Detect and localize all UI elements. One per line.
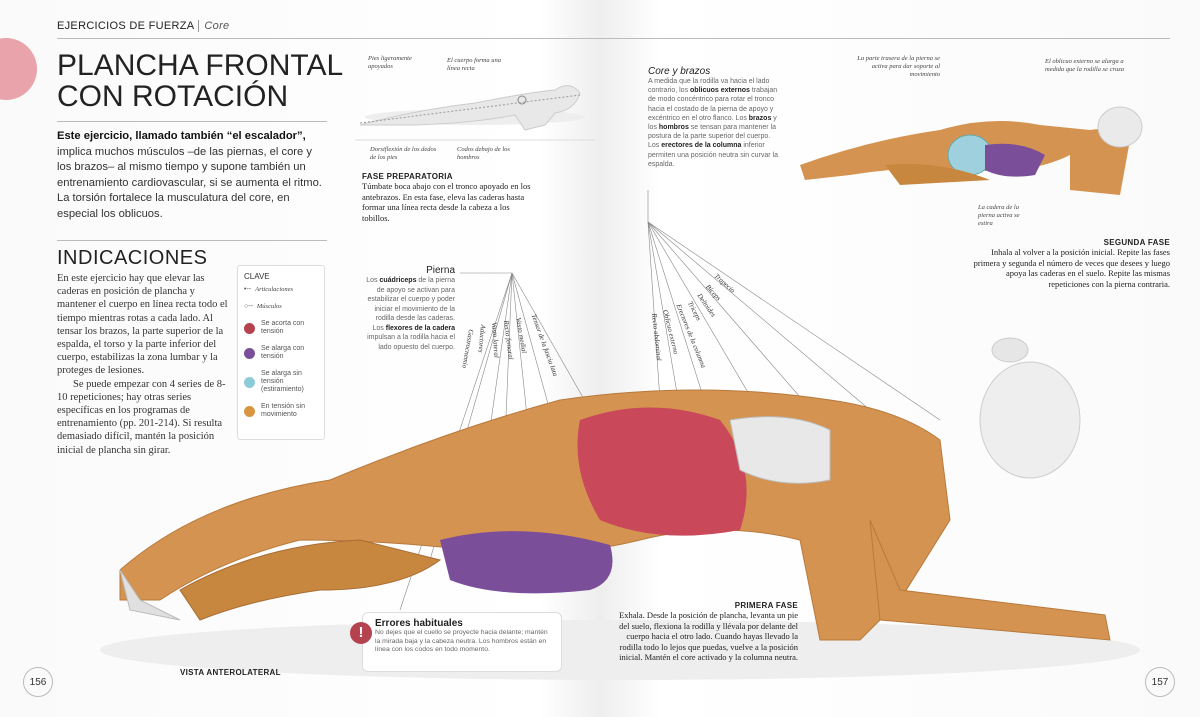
- subsection-name: Core: [198, 20, 230, 32]
- annotation: Codos debajo de los hombros: [457, 146, 510, 161]
- section-heading: INDICACIONES: [57, 247, 208, 269]
- instructions-text: En este ejercicio hay que elevar las cad…: [57, 273, 228, 456]
- core-arms-note: Core y brazos A medida que la rodilla va…: [648, 66, 778, 168]
- legend-box: CLAVE •--Articulaciones ○--Músculos Se a…: [237, 265, 325, 440]
- annotation: El cuerpo forma una línea recta: [447, 57, 501, 72]
- legend-muscles: Músculos: [256, 303, 282, 310]
- intro-paragraph: Este ejercicio, llamado también “el esca…: [57, 130, 322, 220]
- legend-swatch: [244, 376, 255, 388]
- leg-note: Pierna Los cuádriceps de la pierna de ap…: [366, 265, 455, 351]
- annotation: El oblicuo externo se alarga a medida qu…: [1045, 58, 1125, 73]
- errors-text: No dejes que el cuello se proyecte hacia…: [375, 629, 548, 653]
- legend-swatch: [244, 322, 255, 334]
- common-errors-box: Errores habituales No dejes que el cuell…: [362, 612, 562, 672]
- second-phase-illustration: [800, 106, 1143, 195]
- legend-label: Se alarga sin tensión (estiramiento): [261, 370, 304, 393]
- legend-swatch: [244, 347, 255, 359]
- page-number-right: 157: [1145, 667, 1175, 697]
- legend-swatch: [244, 405, 255, 417]
- preparatory-plank-illustration: [355, 85, 595, 141]
- annotation: Dorsiflexión de los dedos de los pies: [370, 146, 437, 161]
- page-number-left: 156: [23, 667, 53, 697]
- annotation: La parte trasera de la pierna se activa …: [857, 55, 940, 78]
- header-rule: [57, 38, 1170, 39]
- annotation: La cadera de la pierna activa se estira: [978, 204, 1020, 227]
- divider: [57, 240, 327, 241]
- errors-heading: Errores habituales: [375, 618, 463, 629]
- divider: [57, 121, 327, 122]
- legend-joints: Articulaciones: [255, 286, 294, 293]
- view-label: VISTA ANTEROLATERAL: [180, 668, 281, 677]
- legend-label: Se alarga con tensión: [261, 345, 305, 360]
- section-name: EJERCICIOS DE FUERZA: [57, 20, 195, 32]
- legend-title: CLAVE: [244, 272, 270, 281]
- warning-icon: !: [350, 622, 372, 644]
- annotation: Pies ligeramente apoyados: [368, 55, 412, 70]
- legend-label: En tensión sin movimiento: [261, 403, 305, 418]
- legend-label: Se acorta con tensión: [261, 320, 305, 335]
